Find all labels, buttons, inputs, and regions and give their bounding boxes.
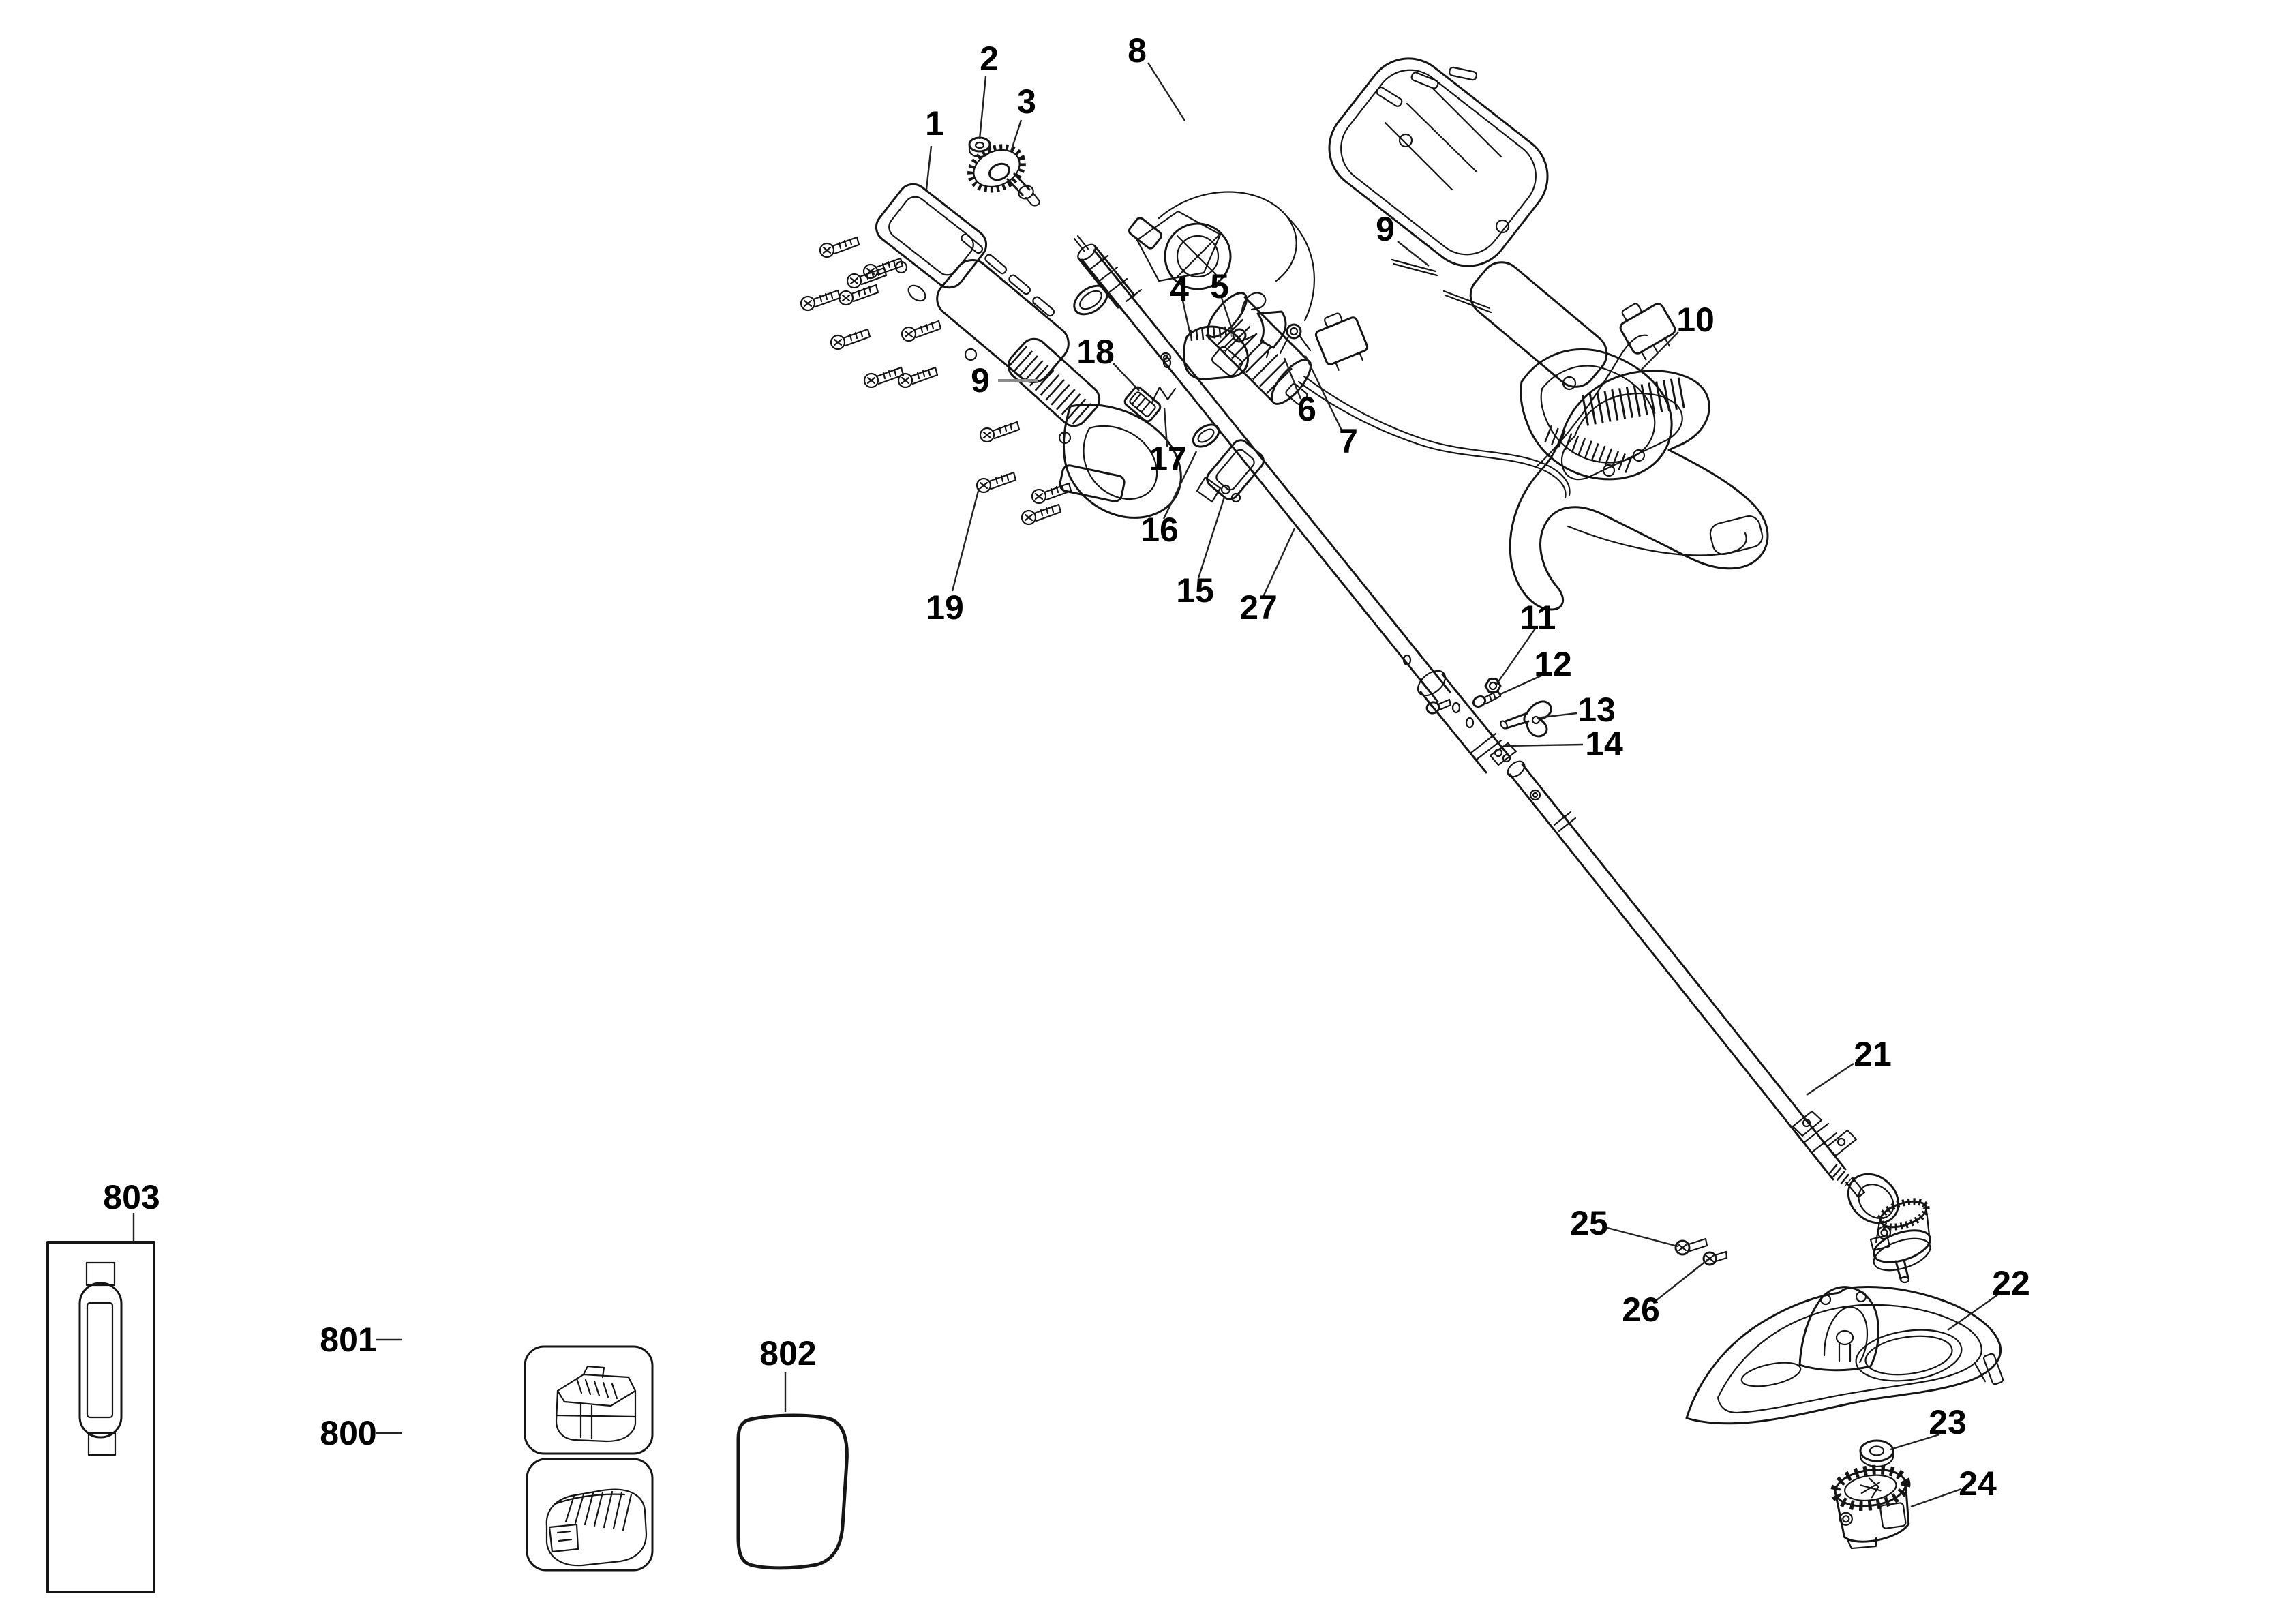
leader-line-6	[1283, 357, 1302, 400]
leader-line-7	[1304, 355, 1343, 431]
part-27-upper-shaft	[1073, 235, 1517, 774]
part-label-9: 9	[1376, 210, 1395, 248]
part-22-guard	[1685, 1286, 2004, 1425]
part-label-25: 25	[1570, 1204, 1608, 1242]
leader-line-22	[1947, 1293, 1999, 1331]
part-15-shaft-clamp	[1196, 439, 1265, 503]
screw-icon	[846, 267, 888, 289]
charger-box-800	[526, 1458, 654, 1572]
part-label-13: 13	[1577, 691, 1616, 729]
o-ring-upper	[1073, 284, 1108, 316]
part-label-23: 23	[1929, 1403, 1967, 1441]
part-3-gear-spindle	[967, 144, 1040, 207]
part-label-5: 5	[1210, 267, 1229, 305]
part-label-21: 21	[1854, 1035, 1892, 1073]
leader-line-9	[1397, 241, 1430, 267]
battery-box-801	[524, 1345, 654, 1455]
part-label-15: 15	[1176, 571, 1214, 610]
part-26-screw	[1702, 1250, 1728, 1266]
part-label-803: 803	[103, 1178, 160, 1216]
leader-line-15	[1197, 496, 1226, 579]
screw-icon	[1031, 482, 1072, 505]
leader-line-26	[1656, 1258, 1710, 1301]
screw-icon	[976, 471, 1017, 494]
leader-line-4	[1181, 300, 1192, 335]
part-23-bearing	[1859, 1439, 1894, 1468]
part-18-button	[1123, 386, 1162, 423]
part-13-wing-bolt	[1500, 700, 1552, 738]
screw-icon	[979, 421, 1021, 443]
part-10-auxiliary-handle	[1509, 370, 1769, 611]
leader-line-19	[951, 487, 980, 592]
part-label-800: 800	[320, 1414, 376, 1452]
leader-line-12	[1498, 671, 1550, 696]
part-label-2: 2	[980, 40, 999, 78]
part-label-24: 24	[1959, 1464, 1997, 1503]
gearbox-head	[1847, 1173, 1931, 1284]
part-14-clamp-lug	[1489, 742, 1517, 766]
part-label-14: 14	[1585, 725, 1623, 763]
part-label-11: 11	[1520, 599, 1556, 637]
leader-line-25	[1607, 1227, 1678, 1248]
leader-lines	[132, 62, 1999, 1508]
part-label-19: 19	[926, 588, 964, 627]
part-label-12: 12	[1534, 645, 1572, 683]
part-8-motor-wiring-assembly	[1128, 191, 1676, 499]
part-24-spool-housing	[1830, 1464, 1911, 1550]
trigger-group-parts-4-7	[1183, 292, 1369, 380]
part-label-4: 4	[1170, 270, 1189, 308]
part-label-17: 17	[1149, 440, 1187, 478]
part-label-22: 22	[1992, 1264, 2030, 1302]
leader-line-17	[1163, 407, 1168, 447]
leader-line-24	[1910, 1488, 1962, 1508]
screw-icon	[897, 366, 939, 389]
part-16-o-ring	[1192, 423, 1220, 448]
leader-line-1	[925, 145, 933, 190]
leader-line-13	[1536, 712, 1577, 719]
screw-icon	[800, 289, 841, 312]
leader-line-3	[1010, 119, 1023, 152]
screw-icon	[830, 328, 871, 350]
right-housing-half	[1328, 57, 1673, 481]
part-label-26: 26	[1622, 1291, 1660, 1329]
part-label-8: 8	[1128, 31, 1147, 70]
screw-icon	[1021, 503, 1062, 526]
bag-802	[736, 1413, 849, 1570]
part-label-9: 9	[971, 361, 990, 400]
screw-icon	[819, 236, 860, 258]
leader-line-11	[1496, 628, 1536, 685]
part-21-lower-shaft	[1507, 760, 1866, 1199]
part-1-left-housing-half	[875, 183, 1182, 519]
screw-icon	[838, 284, 879, 306]
clamp-screw	[1425, 698, 1452, 715]
leader-line-5	[1220, 297, 1235, 333]
part-label-27: 27	[1239, 588, 1278, 627]
leader-line-10	[1640, 331, 1679, 371]
part-label-802: 802	[759, 1334, 816, 1372]
part-label-7: 7	[1339, 422, 1358, 460]
part-label-6: 6	[1297, 390, 1316, 428]
part-label-1: 1	[925, 104, 944, 142]
leader-line-27	[1262, 528, 1296, 597]
part-11-nut	[1484, 678, 1502, 693]
leader-line-18	[1113, 363, 1140, 391]
leader-line-23	[1890, 1433, 1940, 1451]
part-label-18: 18	[1076, 333, 1115, 371]
part-label-16: 16	[1141, 511, 1179, 549]
coupler-fasteners-11-12-13	[1425, 678, 1552, 738]
leader-line-21	[1806, 1063, 1854, 1096]
leader-line-8	[1147, 62, 1186, 121]
part-25-screw	[1674, 1237, 1708, 1256]
leader-line-14	[1503, 743, 1584, 747]
screw-icon	[863, 366, 905, 389]
screw-icon	[901, 320, 942, 342]
leader-line-2	[978, 76, 987, 140]
spool-pack-803	[46, 1241, 155, 1593]
leader-line-16	[1162, 451, 1198, 520]
part-label-10: 10	[1676, 301, 1715, 339]
part-label-3: 3	[1017, 82, 1036, 121]
part-label-801: 801	[320, 1321, 376, 1359]
